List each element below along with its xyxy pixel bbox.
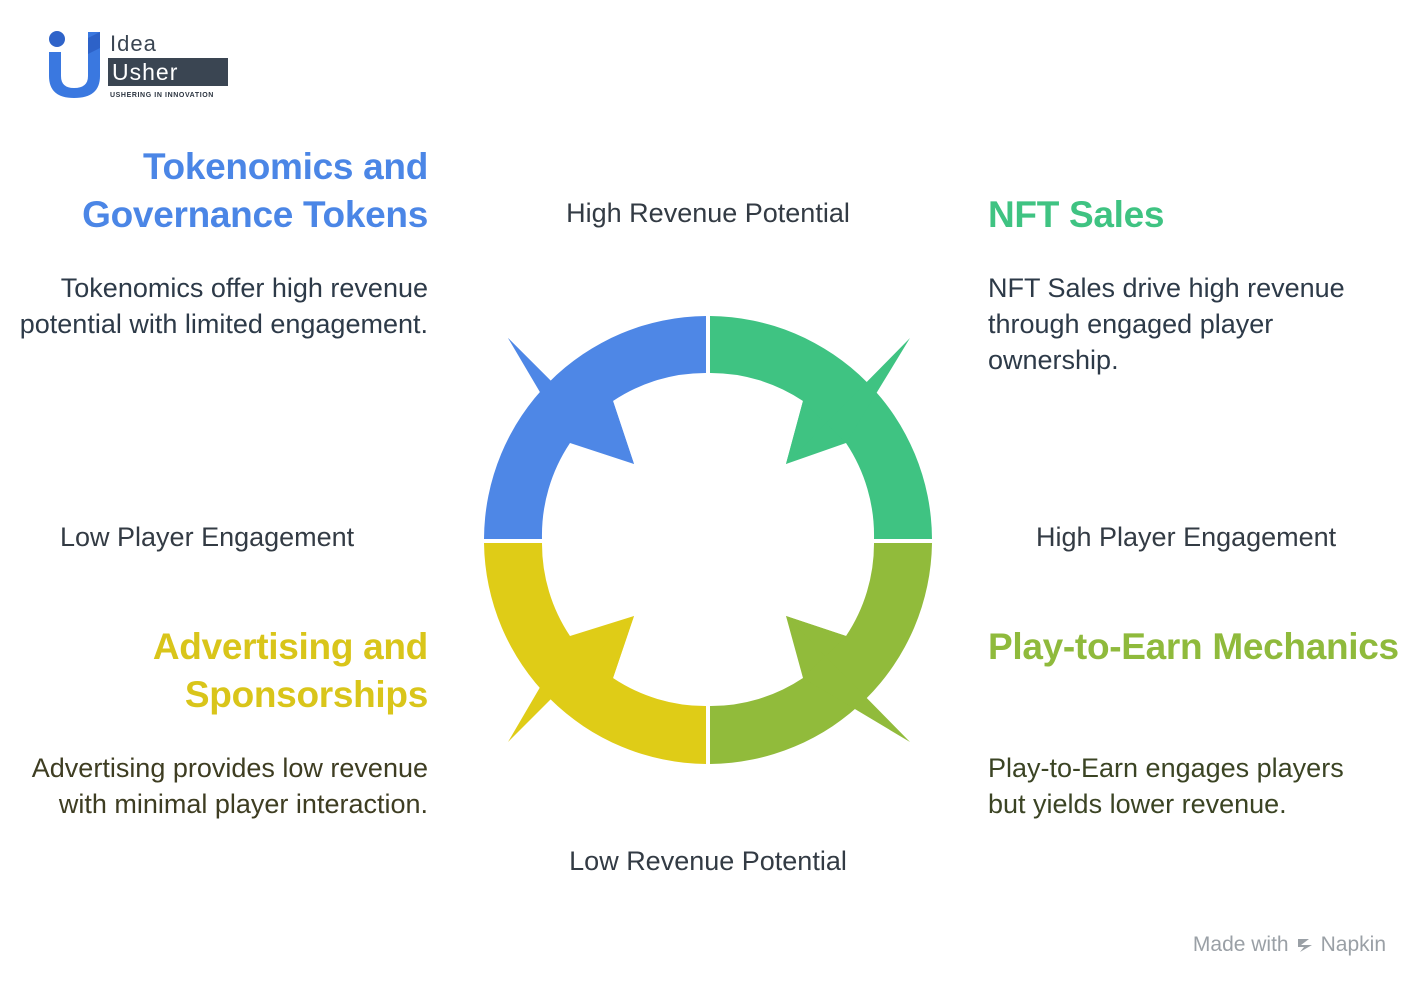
play-to-earn-heading: Play-to-Earn Mechanics bbox=[988, 626, 1399, 667]
tokenomics-heading: Tokenomics and Governance Tokens bbox=[82, 146, 428, 235]
ring-segment-advertising bbox=[484, 543, 706, 764]
logo-word-idea: Idea bbox=[110, 31, 157, 56]
logo-word-usher: Usher bbox=[108, 58, 228, 86]
nft-sales-heading: NFT Sales bbox=[988, 194, 1165, 235]
ring-segment-play-to-earn bbox=[710, 543, 932, 764]
logo-tagline: USHERING IN INNOVATION bbox=[110, 92, 214, 99]
made-with-napkin-footer: Made with Napkin bbox=[1193, 933, 1386, 957]
advertising-heading: Advertising and Sponsorships bbox=[152, 626, 428, 715]
idea-usher-logo bbox=[49, 31, 100, 98]
advertising-description: Advertising provides low revenue with mi… bbox=[31, 753, 428, 819]
axis-label-high-revenue: High Revenue Potential bbox=[566, 198, 850, 228]
napkin-logo-icon bbox=[1297, 939, 1312, 952]
axis-label-low-engagement: Low Player Engagement bbox=[60, 522, 355, 552]
tokenomics-description: Tokenomics offer high revenue potential … bbox=[19, 273, 428, 339]
axis-label-low-revenue: Low Revenue Potential bbox=[569, 846, 847, 876]
footer-brand: Napkin bbox=[1320, 933, 1386, 956]
axis-label-high-engagement: High Player Engagement bbox=[1036, 522, 1337, 552]
footer-prefix: Made with bbox=[1192, 933, 1289, 956]
play-to-earn-description: Play-to-Earn engages players but yields … bbox=[988, 753, 1344, 819]
nft-sales-description: NFT Sales drive high revenue through eng… bbox=[988, 273, 1345, 375]
